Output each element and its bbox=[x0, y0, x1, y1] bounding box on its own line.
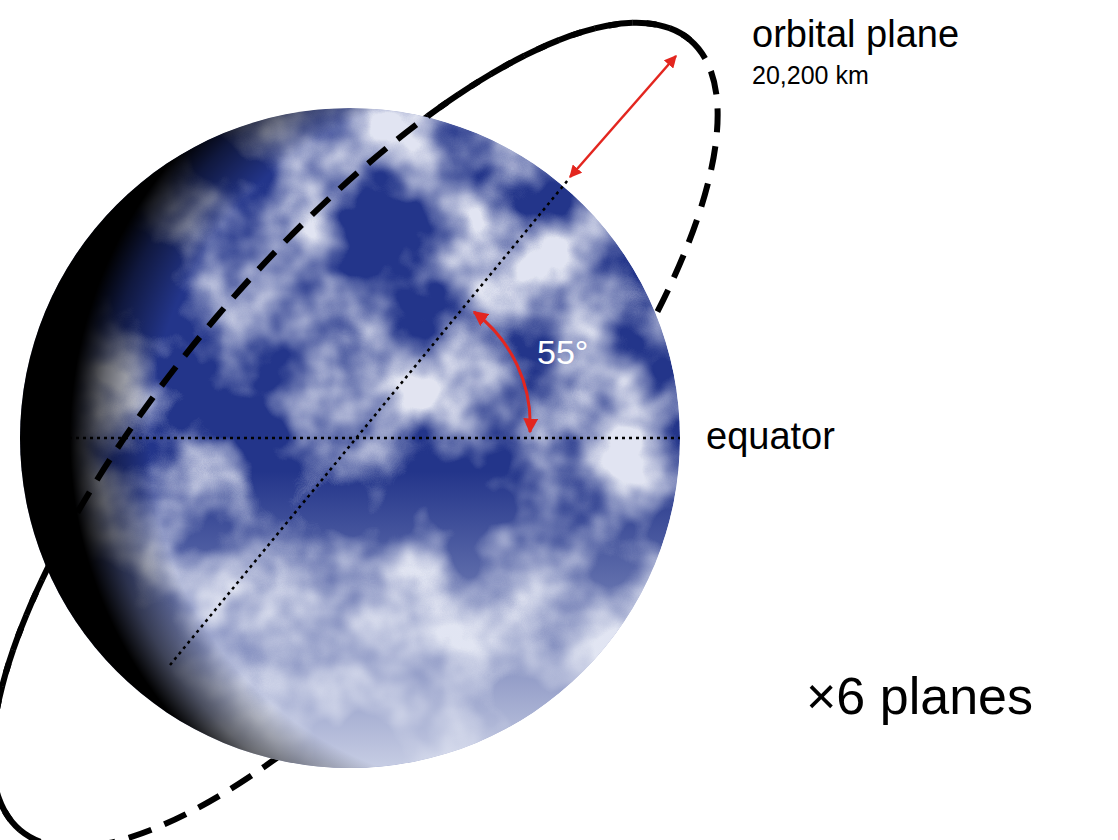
inclination-arc bbox=[474, 312, 530, 432]
plane-trace-line bbox=[170, 180, 568, 665]
earth-globe bbox=[20, 108, 680, 768]
orbit-ellipse bbox=[0, 0, 829, 840]
orbit-front-arc bbox=[0, 0, 690, 830]
earth-ocean bbox=[20, 108, 680, 768]
orbit-back bbox=[0, 0, 829, 840]
plane-count-label: ×6 planes bbox=[806, 668, 1033, 725]
angle-label: 55° bbox=[537, 334, 588, 371]
earth-shadow bbox=[20, 108, 680, 768]
altitude-label: 20,200 km bbox=[752, 62, 869, 90]
equator-label: equator bbox=[706, 416, 835, 458]
earth-clouds bbox=[20, 108, 680, 768]
equator-line bbox=[20, 437, 680, 440]
earth-south bbox=[20, 108, 680, 768]
plane-label: orbital plane bbox=[752, 14, 959, 56]
orbit-front bbox=[0, 0, 690, 830]
altitude-arrow bbox=[570, 56, 676, 177]
